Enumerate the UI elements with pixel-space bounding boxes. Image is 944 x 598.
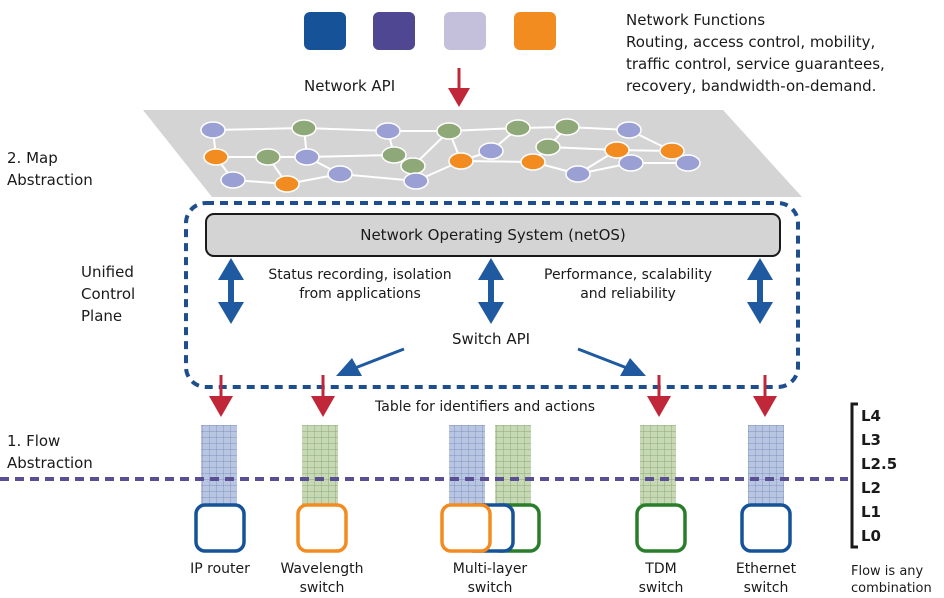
map-network-nodes	[200, 118, 701, 193]
switch-caption-line-1: IP router	[190, 561, 250, 577]
performance-line-2: and reliability	[580, 286, 676, 302]
flow-tables	[201, 425, 784, 507]
control-plane-boundary	[184, 201, 800, 389]
map-abstraction-label: 2. Map Abstraction	[7, 147, 93, 191]
bidir-arrow-right	[747, 258, 773, 324]
switch-api-arrows	[336, 347, 646, 376]
layer-label: L2.5	[861, 455, 898, 473]
network-api-label: Network API	[304, 77, 396, 95]
switch-caption-ip-router: IP router	[170, 560, 270, 579]
unified-control-plane-line-1: Unified	[81, 263, 134, 281]
layer-label: L3	[861, 431, 881, 449]
nf-square-orange	[514, 12, 556, 50]
network-functions-line-2: traffic control, service guarantees,	[626, 55, 885, 73]
switch-box-ip-router	[194, 503, 246, 553]
map-abstraction-line-2: Abstraction	[7, 171, 93, 189]
flow-abstraction-label: 1. Flow Abstraction	[7, 430, 93, 474]
flow-note-line-1: Flow is any	[851, 564, 924, 579]
flow-table-multilayer-green	[495, 425, 531, 507]
flow-table-wavelength	[302, 425, 338, 507]
switch-caption-line-1: Ethernet	[735, 561, 797, 577]
flow-table-multilayer-blue	[449, 425, 485, 507]
network-functions-line-3: recovery, bandwidth-on-demand.	[626, 77, 877, 95]
switch-boxes	[194, 503, 792, 553]
flow-note-line-2: combination	[851, 581, 932, 596]
flow-table-ethernet	[748, 425, 784, 507]
flow-abstraction-line-1: 1. Flow	[7, 432, 61, 450]
flow-note: Flow is any combination	[851, 563, 932, 597]
switch-caption-wavelength: Wavelength switch	[272, 560, 372, 598]
flow-table-ip-router	[201, 425, 237, 507]
switch-api-label: Switch API	[451, 330, 531, 348]
switch-caption-tdm: TDM switch	[611, 560, 711, 598]
layer-label: L4	[861, 407, 881, 425]
layer-bracket	[850, 402, 858, 549]
flow-abstraction-line-2: Abstraction	[7, 454, 93, 472]
status-recording-line-2: from applications	[299, 286, 421, 302]
status-recording-line-1: Status recording, isolation	[268, 267, 452, 283]
network-functions-line-1: Routing, access control, mobility,	[626, 33, 876, 51]
switch-caption-line-1: Wavelength	[280, 561, 364, 577]
nf-square-purple	[373, 12, 415, 50]
switch-red-arrows	[209, 375, 777, 417]
performance-label: Performance, scalability and reliability	[523, 266, 733, 304]
unified-control-plane-line-2: Control	[81, 285, 136, 303]
network-functions-block: Network Functions Routing, access contro…	[626, 9, 885, 97]
netos-label: Network Operating System (netOS)	[360, 226, 626, 244]
switch-caption-line-2: switch	[467, 580, 513, 596]
flow-table-tdm	[640, 425, 676, 507]
switch-caption-line-1: Multi-layer	[452, 561, 528, 577]
layer-label: L0	[861, 527, 881, 545]
map-abstraction-line-1: 2. Map	[7, 149, 58, 167]
netos-bidirectional-arrows	[218, 258, 773, 324]
bidir-arrow-left	[218, 258, 244, 324]
network-function-squares	[304, 12, 556, 50]
layer-label: L2	[861, 479, 881, 497]
layer-label: L1	[861, 503, 881, 521]
switch-caption-line-2: switch	[743, 580, 789, 596]
status-recording-label: Status recording, isolation from applica…	[258, 266, 462, 304]
switch-box-multilayer-orange	[440, 503, 492, 553]
bidir-arrow-center	[478, 258, 504, 324]
layer-list: L4 L3 L2.5 L2 L1 L0	[861, 404, 897, 548]
unified-control-plane-line-3: Plane	[81, 307, 123, 325]
table-label: Table for identifiers and actions	[375, 399, 596, 415]
switch-caption-line-2: switch	[299, 580, 345, 596]
performance-line-1: Performance, scalability	[544, 267, 712, 283]
switch-caption-multilayer: Multi-layer switch	[440, 560, 540, 598]
switch-caption-ethernet: Ethernet switch	[716, 560, 816, 598]
network-api-arrow	[448, 68, 470, 107]
nf-square-lavender	[444, 12, 486, 50]
switch-box-wavelength	[296, 503, 348, 553]
switch-caption-line-1: TDM	[645, 561, 677, 577]
switch-box-tdm	[635, 503, 687, 553]
netos-box	[205, 213, 781, 257]
switch-caption-line-2: switch	[638, 580, 684, 596]
nf-square-dark-blue	[304, 12, 346, 50]
switch-box-ethernet	[740, 503, 792, 553]
unified-control-plane-label: Unified Control Plane	[81, 261, 135, 327]
network-functions-title: Network Functions	[626, 11, 766, 29]
